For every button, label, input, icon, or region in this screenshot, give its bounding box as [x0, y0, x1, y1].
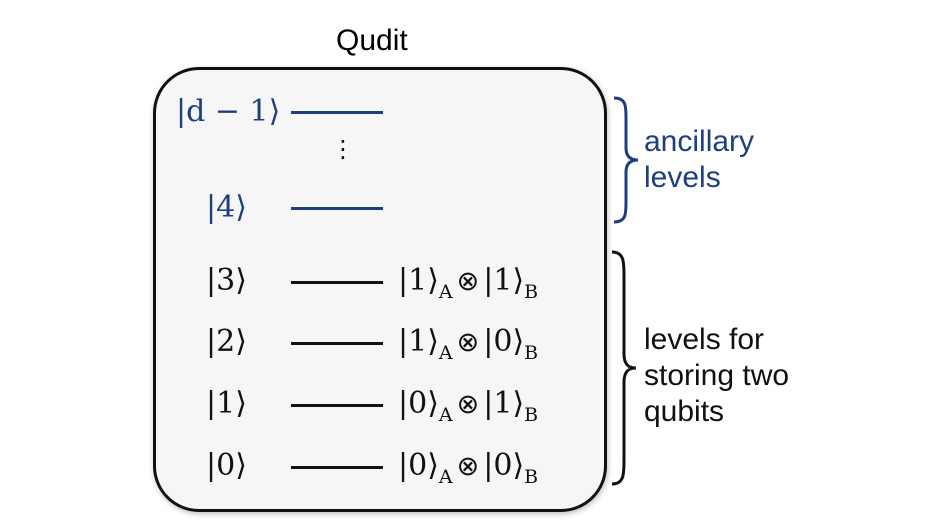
tensor-product-symbol: ⊗ — [456, 451, 480, 482]
subscript-b: B — [524, 404, 539, 426]
label-line: storing two — [644, 359, 790, 392]
ancillary-levels-label: ancillary levels — [644, 124, 754, 196]
ket-d-minus-1: |d − 1⟩ — [176, 94, 281, 129]
ket-0: |0⟩ — [206, 448, 247, 483]
ancillary-brace — [613, 96, 639, 224]
tensor-state-2: |1⟩A⊗|0⟩B — [398, 327, 538, 368]
subscript-b: B — [524, 466, 539, 488]
diagram-title: Qudit — [336, 24, 408, 57]
level-line-3 — [291, 281, 383, 284]
qubit-b-state: |0⟩ — [483, 448, 525, 483]
qubit-a-state: |0⟩ — [398, 386, 439, 421]
qubit-a-state: |1⟩ — [398, 263, 439, 298]
ket-3: |3⟩ — [206, 263, 247, 298]
ket-2: |2⟩ — [206, 324, 247, 359]
tensor-state-3: |1⟩A⊗|1⟩B — [398, 266, 538, 307]
qubit-a-state: |1⟩ — [398, 324, 439, 359]
tensor-state-0: |0⟩A⊗|0⟩B — [398, 451, 538, 492]
tensor-product-symbol: ⊗ — [456, 327, 480, 358]
level-line-2 — [291, 342, 383, 345]
label-line: qubits — [644, 395, 725, 428]
subscript-b: B — [524, 281, 539, 303]
storage-levels-label: levels for storing two qubits — [644, 322, 789, 430]
tensor-product-symbol: ⊗ — [456, 389, 480, 420]
ket-1: |1⟩ — [206, 386, 247, 421]
subscript-a: A — [438, 342, 453, 364]
subscript-a: A — [438, 404, 453, 426]
label-line: levels for — [644, 323, 765, 356]
level-line-d-minus-1 — [291, 111, 383, 114]
ket-4: |4⟩ — [206, 190, 247, 225]
subscript-a: A — [438, 281, 453, 303]
qubit-b-state: |1⟩ — [483, 263, 525, 298]
tensor-state-1: |0⟩A⊗|1⟩B — [398, 389, 538, 430]
tensor-product-symbol: ⊗ — [456, 266, 480, 297]
qubit-b-state: |0⟩ — [483, 324, 525, 359]
qubit-b-state: |1⟩ — [483, 386, 525, 421]
level-line-0 — [291, 466, 383, 469]
level-line-4 — [291, 207, 383, 210]
qubit-a-state: |0⟩ — [398, 448, 439, 483]
label-line: ancillary — [644, 125, 755, 158]
storage-brace — [611, 250, 637, 486]
label-line: levels — [644, 161, 721, 194]
level-line-1 — [291, 404, 383, 407]
vertical-ellipsis: ⋮ — [331, 135, 355, 163]
subscript-b: B — [524, 342, 539, 364]
subscript-a: A — [438, 466, 453, 488]
qudit-box — [153, 67, 607, 512]
